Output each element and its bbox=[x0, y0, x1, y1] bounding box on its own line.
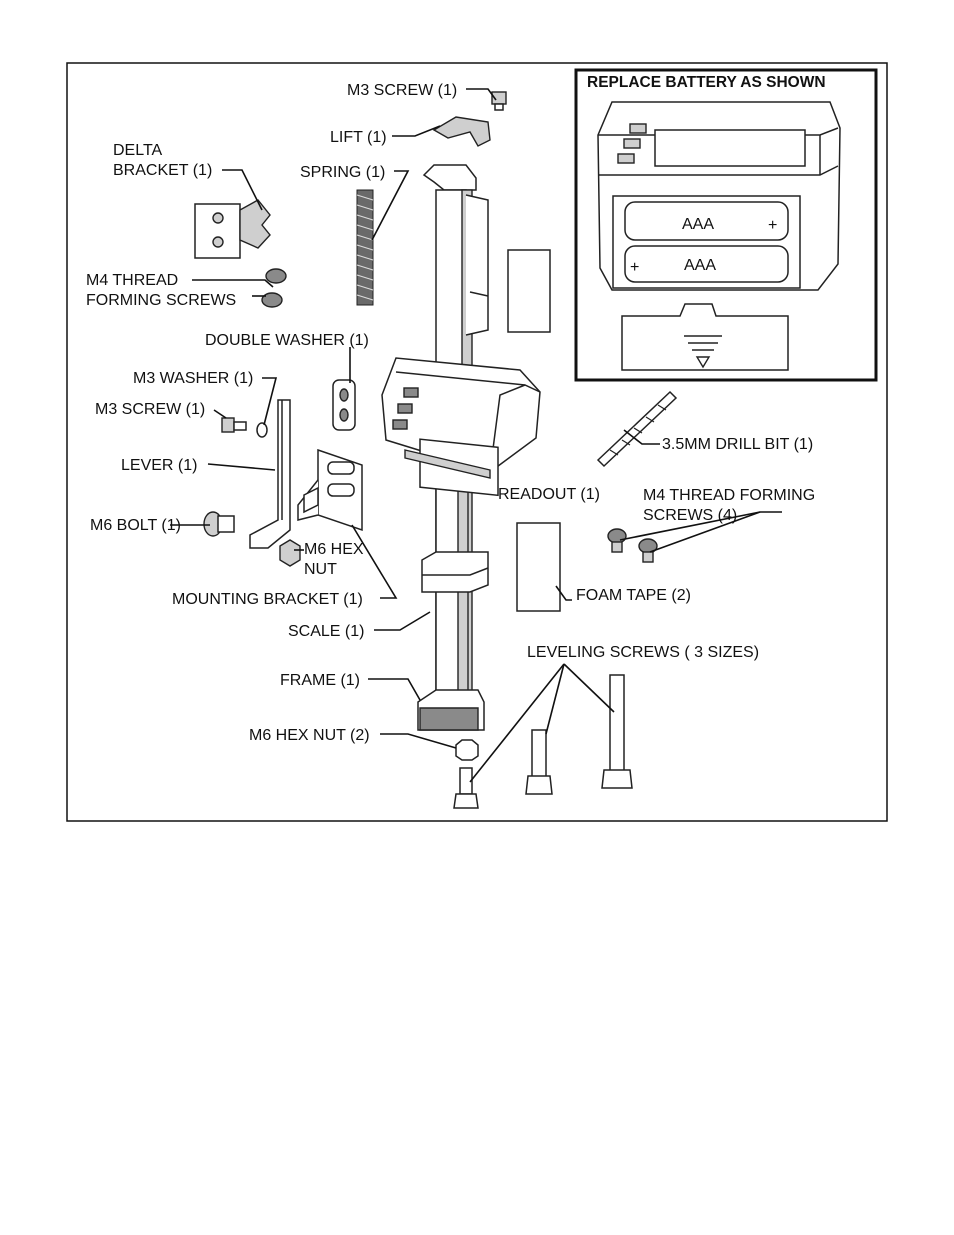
label-readout: READOUT (1) bbox=[498, 486, 600, 503]
label-m4-screws-4-1: M4 THREAD FORMING bbox=[643, 487, 815, 504]
spring-part bbox=[356, 189, 374, 306]
label-foam-tape: FOAM TAPE (2) bbox=[576, 587, 691, 604]
delta-bracket-part bbox=[194, 199, 271, 259]
label-m6-hex-nut-1: M6 HEX bbox=[304, 541, 364, 558]
readout-button-2 bbox=[397, 403, 413, 414]
battery-bottom-polarity: + bbox=[630, 259, 639, 276]
label-lift: LIFT (1) bbox=[330, 129, 387, 146]
label-delta-bracket-2: BRACKET (1) bbox=[113, 162, 212, 179]
battery-top bbox=[624, 201, 789, 241]
lift-part bbox=[432, 116, 491, 147]
battery-panel: REPLACE BATTERY AS SHOWN AAA + AAA + bbox=[574, 68, 878, 382]
double-washer-part bbox=[332, 379, 356, 431]
label-m6-hex-nut-bottom: M6 HEX NUT (2) bbox=[249, 727, 370, 744]
battery-readout-display bbox=[654, 129, 806, 167]
battery-cover bbox=[621, 303, 789, 371]
label-delta-bracket-1: DELTA bbox=[113, 142, 163, 159]
readout-button-1 bbox=[403, 387, 419, 398]
label-m3-washer: M3 WASHER (1) bbox=[133, 370, 253, 387]
label-m3-screw-top: M3 SCREW (1) bbox=[347, 82, 457, 99]
label-double-washer: DOUBLE WASHER (1) bbox=[205, 332, 369, 349]
readout-button-3 bbox=[392, 419, 408, 430]
battery-readout-button-1 bbox=[629, 123, 647, 134]
leader-lines bbox=[170, 88, 782, 783]
drill-bit-part bbox=[596, 390, 678, 468]
readout-unit bbox=[381, 357, 541, 497]
lever-part bbox=[249, 399, 291, 549]
foam-tape-part-top bbox=[507, 249, 551, 333]
label-m3-screw-left: M3 SCREW (1) bbox=[95, 401, 205, 418]
battery-panel-title: REPLACE BATTERY AS SHOWN bbox=[587, 74, 826, 91]
mounting-bracket-part bbox=[297, 448, 363, 532]
label-drill-bit: 3.5MM DRILL BIT (1) bbox=[662, 436, 813, 453]
label-m4-screws-4-2: SCREWS (4) bbox=[643, 507, 737, 524]
label-m4-thread-2: FORMING SCREWS bbox=[86, 292, 236, 309]
label-mounting-bracket: MOUNTING BRACKET (1) bbox=[172, 591, 363, 608]
m3-screw-top-part bbox=[491, 91, 507, 111]
m6-hex-nut-bottom-part bbox=[455, 739, 479, 761]
battery-top-polarity: + bbox=[768, 217, 777, 234]
leveling-screws-part bbox=[453, 674, 633, 809]
label-m4-thread-1: M4 THREAD bbox=[86, 272, 178, 289]
label-m6-hex-nut-2: NUT bbox=[304, 561, 337, 578]
m6-hex-nut-part bbox=[279, 539, 301, 567]
label-lever: LEVER (1) bbox=[121, 457, 197, 474]
label-leveling-screws: LEVELING SCREWS ( 3 SIZES) bbox=[527, 644, 759, 661]
battery-top-label: AAA bbox=[682, 216, 714, 233]
m3-washer-part bbox=[256, 422, 268, 438]
m6-bolt-part bbox=[203, 511, 235, 537]
label-spring: SPRING (1) bbox=[300, 164, 385, 181]
battery-cover-arrow-icon bbox=[684, 335, 722, 369]
m4-screws-left-part bbox=[261, 268, 287, 308]
label-frame: FRAME (1) bbox=[280, 672, 360, 689]
battery-readout-button-2 bbox=[623, 138, 641, 149]
foam-tape-part-bottom bbox=[516, 522, 561, 612]
battery-bottom-label: AAA bbox=[684, 257, 716, 274]
battery-bottom bbox=[624, 245, 789, 283]
m3-screw-left-part bbox=[221, 417, 247, 433]
battery-readout-button-3 bbox=[617, 153, 635, 164]
label-m6-bolt: M6 BOLT (1) bbox=[90, 517, 181, 534]
label-scale: SCALE (1) bbox=[288, 623, 364, 640]
part-labels: M3 SCREW (1) LIFT (1) DELTA BRACKET (1) … bbox=[86, 82, 815, 744]
